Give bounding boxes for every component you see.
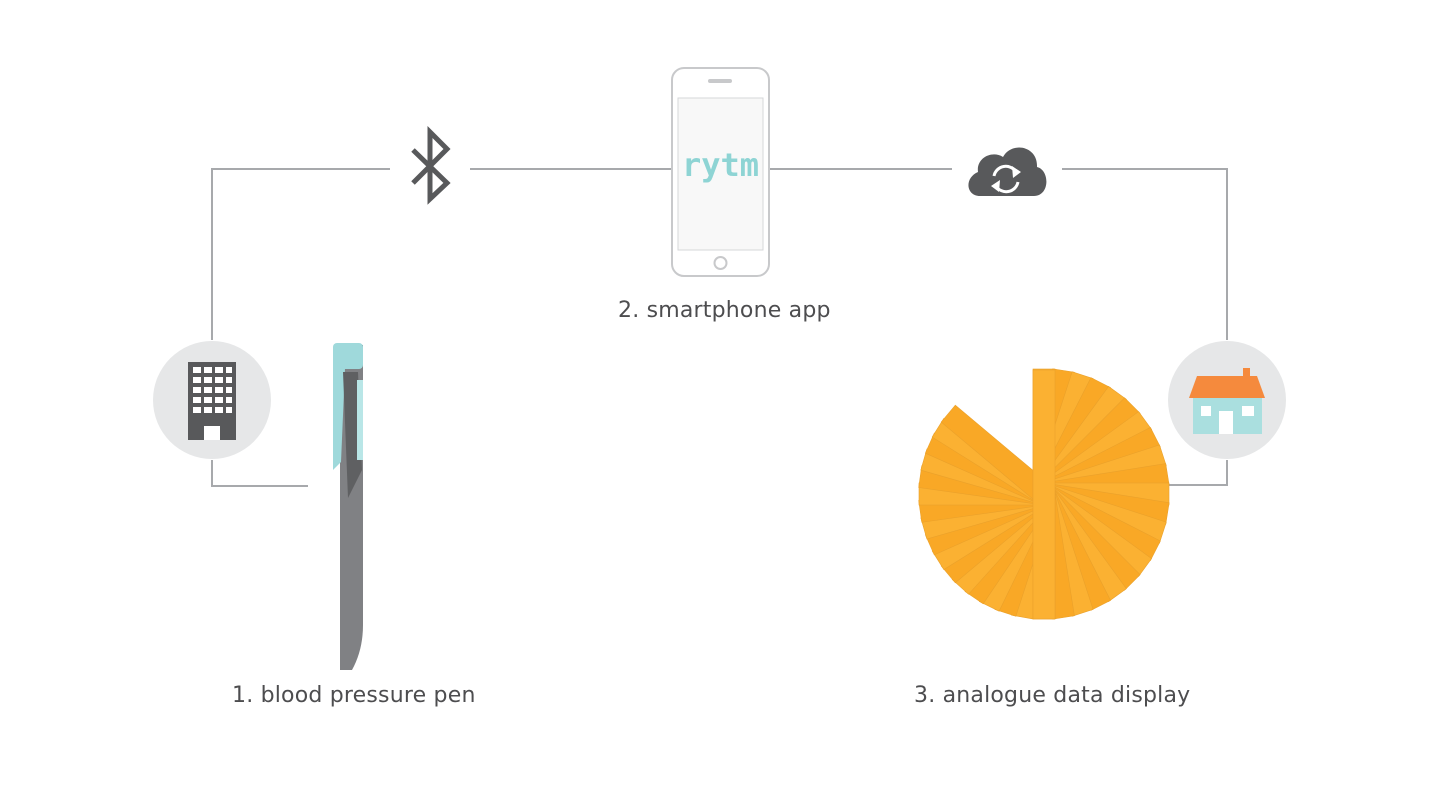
- phone-home-button: [713, 256, 728, 270]
- phone-screen: [677, 97, 764, 251]
- blood-pressure-pen: [333, 343, 363, 670]
- house-icon: [1189, 368, 1265, 434]
- pen-cap: [333, 343, 363, 369]
- house-node: [1168, 341, 1286, 459]
- step-2-label: 2. smartphone app: [618, 298, 831, 323]
- step-3-label: 3. analogue data display: [914, 683, 1191, 708]
- office-building-icon: [188, 362, 236, 440]
- office-node: [153, 341, 271, 459]
- smartphone: rytm: [671, 67, 770, 277]
- analogue-fan-display: [918, 368, 1170, 620]
- connector-right-bottom: [1152, 460, 1228, 486]
- phone-speaker: [708, 79, 732, 83]
- step-1-label: 1. blood pressure pen: [232, 683, 476, 708]
- pen-clip-accent: [333, 360, 345, 470]
- cloud-sync-icon: [968, 147, 1047, 196]
- pen-highlight: [357, 380, 363, 460]
- connector-left-top: [211, 168, 390, 340]
- fan-center-bar: [1032, 369, 1056, 620]
- app-logo: rytm: [682, 146, 759, 184]
- connector-left-bottom: [211, 460, 308, 487]
- connector-right-top: [1062, 168, 1228, 340]
- bluetooth-icon: [411, 125, 451, 205]
- connector-lines: [211, 168, 1228, 487]
